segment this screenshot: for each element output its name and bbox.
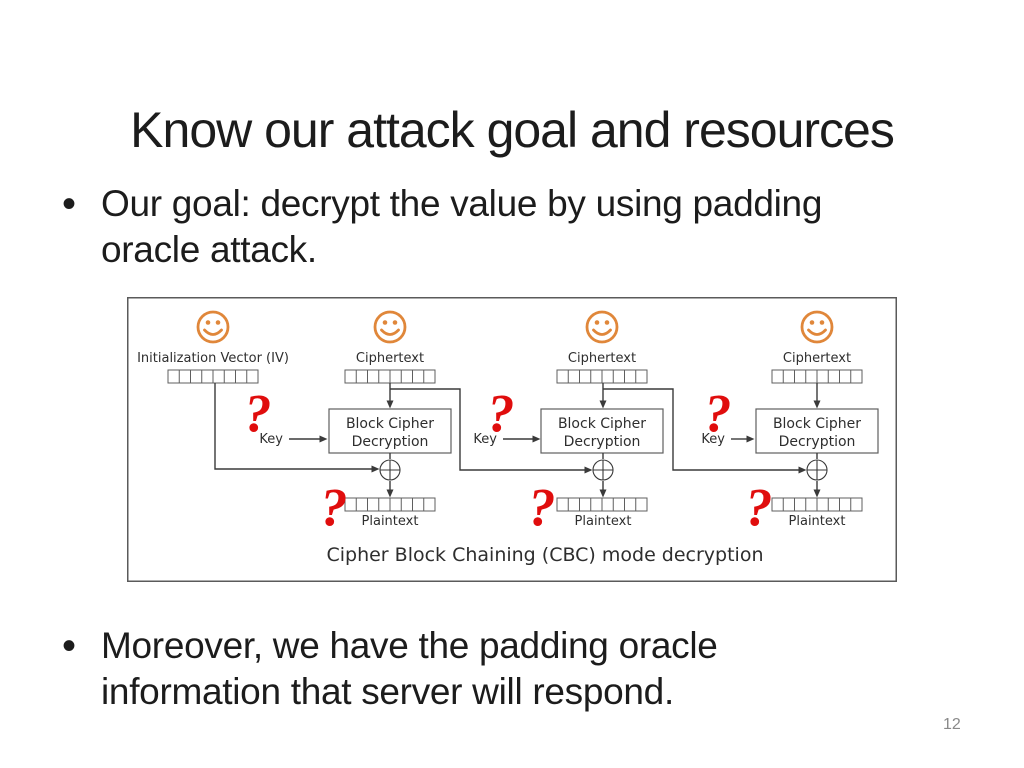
decryption-box-label: Block Cipher [773, 416, 861, 432]
decryption-box [755, 408, 879, 454]
key-label: Key [473, 432, 497, 447]
decryption-box [540, 408, 664, 454]
iv-block-array [167, 369, 259, 384]
xor-plus-circle-icon [379, 459, 401, 481]
iv-label: Initialization Vector (IV) [137, 351, 289, 366]
ciphertext-block-array [344, 369, 436, 384]
bullet-line: Our goal: decrypt the value by using pad… [101, 183, 823, 224]
key-label: Key [701, 432, 725, 447]
bullet-line: information that server will respond. [101, 671, 674, 712]
decryption-box-label: Decryption [779, 434, 856, 450]
xor-plus-circle-icon [806, 459, 828, 481]
bullet-marker: • [62, 182, 77, 226]
bullet-line: oracle attack. [101, 229, 317, 270]
decryption-box-label: Decryption [564, 434, 641, 450]
diagram-caption: Cipher Block Chaining (CBC) mode decrypt… [326, 544, 763, 566]
ciphertext-label: Ciphertext [568, 351, 636, 366]
bullet-text: Moreover, we have the padding oracle inf… [101, 623, 718, 715]
question-mark: ? [488, 383, 515, 443]
question-mark: ? [705, 383, 732, 443]
plaintext-label: Plaintext [362, 514, 419, 529]
plaintext-block-array [556, 497, 648, 512]
page-number: 12 [943, 716, 961, 733]
question-mark: ? [529, 477, 556, 537]
ciphertext-label: Ciphertext [356, 351, 424, 366]
cbc-diagram: Initialization Vector (IV) Ciphertext Ci… [127, 297, 897, 582]
plaintext-block-array [771, 497, 863, 512]
bullet-item-oracle: • Moreover, we have the padding oracle i… [62, 623, 718, 715]
bullet-text: Our goal: decrypt the value by using pad… [101, 181, 822, 273]
decryption-box-label: Decryption [352, 434, 429, 450]
key-label: Key [259, 432, 283, 447]
bullet-line: Moreover, we have the padding oracle [101, 625, 718, 666]
decryption-box-label: Block Cipher [558, 416, 646, 432]
chaining-line [603, 388, 807, 474]
question-mark: ? [321, 477, 348, 537]
ciphertext-block-array [771, 369, 863, 384]
question-mark: ? [746, 477, 773, 537]
plaintext-label: Plaintext [575, 514, 632, 529]
plaintext-label: Plaintext [789, 514, 846, 529]
cbc-diagram-figure: Initialization Vector (IV) Ciphertext Ci… [127, 297, 897, 582]
decryption-box [328, 408, 452, 454]
plaintext-block-array [344, 497, 436, 512]
decryption-box-label: Block Cipher [346, 416, 434, 432]
bullet-marker: • [62, 624, 77, 668]
bullet-item-goal: • Our goal: decrypt the value by using p… [62, 181, 822, 273]
slide-title: Know our attack goal and resources [130, 101, 895, 158]
ciphertext-block-array [556, 369, 648, 384]
xor-plus-circle-icon [592, 459, 614, 481]
chaining-line [390, 388, 593, 474]
iv-to-xor-line [214, 383, 380, 473]
ciphertext-label: Ciphertext [783, 351, 851, 366]
question-mark: ? [245, 383, 272, 443]
